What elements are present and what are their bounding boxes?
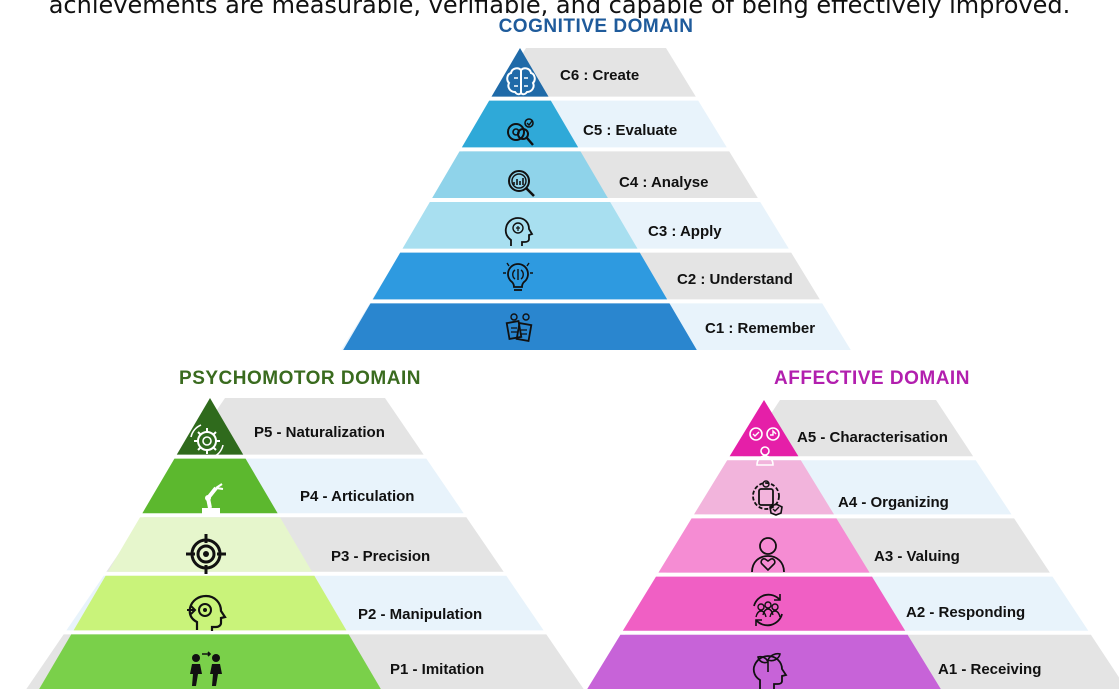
target-icon [186, 534, 226, 574]
psychomotor-level-p2-label: P2 - Manipulation [358, 606, 483, 623]
cognitive-band-2 [372, 252, 668, 300]
header-text: achievements are measurable, verifiable,… [48, 0, 1071, 19]
psychomotor-band-1 [39, 634, 381, 689]
person-heart-icon [751, 537, 785, 573]
psychomotor-band-2 [73, 575, 347, 631]
affective-band-bg-5 [742, 400, 974, 457]
organize-badge-icon [752, 480, 783, 516]
gear-cycle-icon [190, 424, 224, 458]
cognitive-level-c2-label: C2 : Understand [677, 271, 793, 288]
psychomotor-level-p3-label: P3 - Precision [331, 548, 431, 565]
psychomotor-level-p4-label: P4 - Articulation [300, 488, 415, 505]
brain-icon [506, 67, 536, 96]
affective-domain-title: AFFECTIVE DOMAIN [774, 368, 970, 389]
cognitive-level-c6-label: C6 : Create [560, 67, 640, 84]
psychomotor-band-3 [107, 517, 313, 572]
psychomotor-band-4 [142, 458, 278, 514]
robot-arm-icon [202, 483, 224, 514]
psychomotor-band-5 [176, 398, 244, 455]
analyse-magnifier-chart-icon [508, 170, 535, 197]
cognitive-level-c5-label: C5 : Evaluate [583, 122, 678, 139]
psychomotor-level-p1-label: P1 - Imitation [390, 661, 485, 678]
affective-band-5 [729, 400, 799, 457]
group-cycle-icon [753, 593, 783, 627]
head-idea-icon [504, 217, 534, 246]
head-plant-icon [752, 652, 788, 689]
cognitive-level-c3-label: C3 : Apply [648, 223, 722, 240]
psychomotor-level-p5-label: P5 - Naturalization [254, 424, 385, 441]
lightbulb-icon [503, 262, 533, 291]
affective-band-2 [622, 576, 906, 631]
cognitive-domain-title: COGNITIVE DOMAIN [498, 16, 694, 37]
affective-band-3 [658, 518, 870, 573]
cognitive-band-3 [402, 202, 638, 249]
head-gears-icon [187, 594, 227, 631]
affective-level-a3-label: A3 - Valuing [874, 548, 960, 565]
affective-level-a2-label: A2 - Responding [906, 604, 1026, 621]
psychomotor-band-bg-5 [186, 398, 424, 455]
people-imitation-icon [190, 651, 222, 686]
cognitive-level-c4-label: C4 : Analyse [619, 174, 709, 191]
psychomotor-domain-title: PSYCHOMOTOR DOMAIN [179, 368, 421, 389]
person-values-icon [749, 427, 780, 466]
affective-level-a1-label: A1 - Receiving [938, 661, 1042, 678]
affective-band-4 [694, 460, 834, 515]
cognitive-band-bg-6 [496, 48, 696, 97]
cognitive-level-c1-label: C1 : Remember [705, 320, 816, 337]
affective-level-a4-label: A4 - Organizing [838, 494, 949, 511]
affective-level-a5-label: A5 - Characterisation [797, 429, 948, 446]
memory-notes-icon [505, 313, 533, 342]
evaluate-gear-magnifier-icon [507, 118, 534, 146]
